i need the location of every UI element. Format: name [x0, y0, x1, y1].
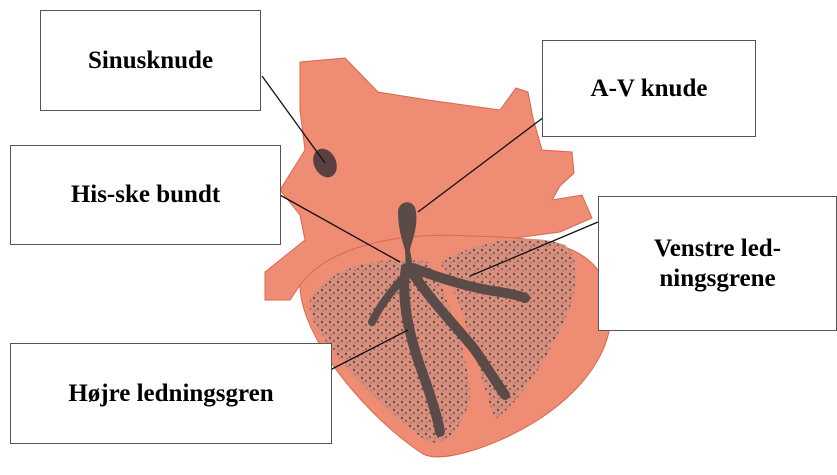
label-sinusknude-text: Sinusknude	[88, 46, 213, 76]
label-av-knude-text: A-V knude	[591, 74, 708, 104]
label-hojre-ledningsgren: Højre ledningsgren	[10, 343, 332, 444]
label-sinusknude: Sinusknude	[40, 10, 261, 111]
label-venstre-ledningsgrene: Venstre led- ningsgrene	[598, 196, 837, 331]
label-his-ske-bundt-text: His-ske bundt	[71, 180, 220, 210]
label-venstre-line1: Venstre led-	[654, 234, 781, 264]
label-hojre-text: Højre ledningsgren	[68, 379, 273, 409]
label-his-ske-bundt: His-ske bundt	[10, 145, 281, 245]
label-venstre-line2: ningsgrene	[659, 264, 775, 294]
label-av-knude: A-V knude	[542, 40, 756, 137]
